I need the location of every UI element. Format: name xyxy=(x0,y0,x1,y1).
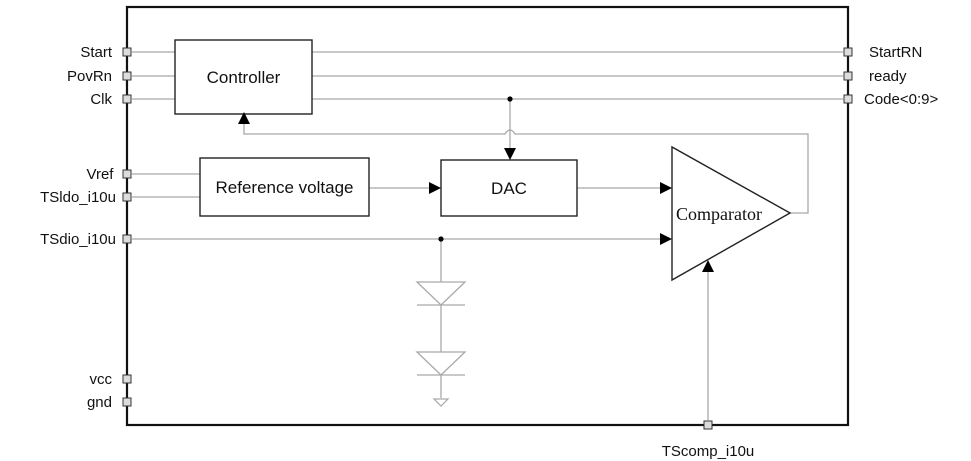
comparator-label: Comparator xyxy=(676,204,762,224)
port-clk xyxy=(122,94,132,104)
reference-voltage-label: Reference voltage xyxy=(216,178,354,197)
port-tsldo xyxy=(122,192,132,202)
arrow-tsdio-to-comparator xyxy=(660,233,672,245)
port-label-code: Code<0:9> xyxy=(864,91,938,108)
port-label-clk: Clk xyxy=(90,91,112,108)
reference-voltage-box xyxy=(199,157,370,217)
port-label-tsldo: TSldo_i10u xyxy=(40,189,116,206)
bottom-ports: TScomp_i10u xyxy=(662,420,755,460)
junction-dot-tsdio xyxy=(438,236,444,242)
wires xyxy=(132,51,843,420)
diode-1-triangle xyxy=(415,281,467,306)
arrow-ref-to-dac xyxy=(429,182,441,194)
ground-icon xyxy=(432,398,450,407)
comparator-block: Comparator xyxy=(671,145,792,282)
right-ports: StartRN ready Code<0:9> xyxy=(843,44,938,108)
port-label-ready: ready xyxy=(869,68,907,85)
port-ready xyxy=(843,71,853,81)
comparator-triangle xyxy=(671,145,792,282)
dac-label: DAC xyxy=(491,179,527,198)
arrow-feedback-to-controller xyxy=(238,112,250,124)
controller-label: Controller xyxy=(207,68,281,87)
left-ports: Start PovRn Clk Vref TSldo_i10u TSdio_i1… xyxy=(40,44,132,411)
port-label-tscomp: TScomp_i10u xyxy=(662,443,755,460)
arrow-code-to-dac xyxy=(504,148,516,160)
port-label-start: Start xyxy=(80,44,113,61)
port-label-vref: Vref xyxy=(87,166,115,183)
arrow-tscomp-to-comparator xyxy=(702,260,714,272)
junction-dot-code xyxy=(507,96,513,102)
diode-2 xyxy=(415,351,467,376)
port-label-gnd: gnd xyxy=(87,394,112,411)
port-vref xyxy=(122,169,132,179)
arrow-dac-to-comparator xyxy=(660,182,672,194)
port-gnd xyxy=(122,397,132,407)
port-label-startrn: StartRN xyxy=(869,44,922,61)
reference-voltage-block: Reference voltage xyxy=(199,157,370,217)
port-tscomp xyxy=(703,420,713,430)
controller-block: Controller xyxy=(174,39,313,115)
port-label-povrn: PovRn xyxy=(67,68,112,85)
module-boundary xyxy=(125,5,850,427)
port-label-tsdio: TSdio_i10u xyxy=(40,231,116,248)
port-label-vcc: vcc xyxy=(90,371,113,388)
dac-box xyxy=(440,159,578,217)
port-code xyxy=(843,94,853,104)
wire-feedback xyxy=(243,122,809,214)
port-startrn xyxy=(843,47,853,57)
port-tsdio xyxy=(122,234,132,244)
port-start xyxy=(122,47,132,57)
port-povrn xyxy=(122,71,132,81)
port-vcc xyxy=(122,374,132,384)
dac-block: DAC xyxy=(440,159,578,217)
diode-1 xyxy=(415,281,467,306)
diode-2-triangle xyxy=(415,351,467,376)
